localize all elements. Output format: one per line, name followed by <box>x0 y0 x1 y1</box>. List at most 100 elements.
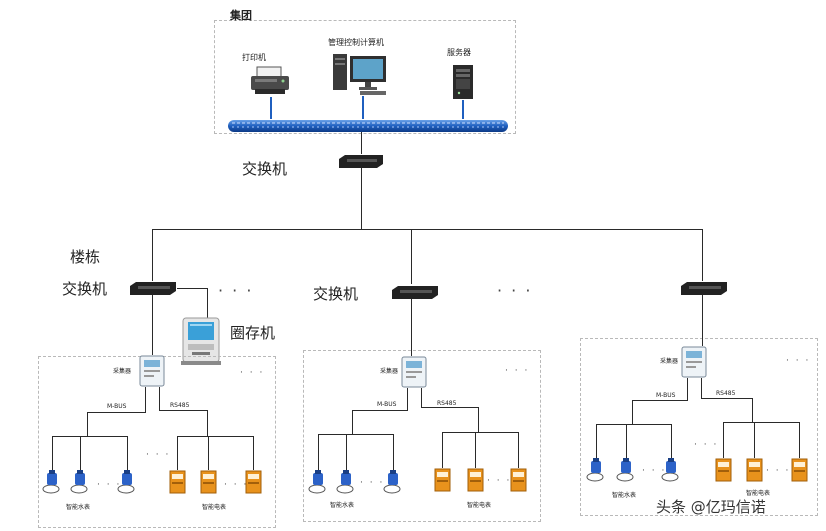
group-box <box>214 20 516 134</box>
water-drop-right-3 <box>671 424 672 460</box>
printer-label: 打印机 <box>242 53 266 62</box>
collector-down-middle-b <box>421 388 422 407</box>
electric-label-left: 智能电表 <box>202 504 227 511</box>
water-bus-left <box>52 436 128 437</box>
electric-label-middle: 智能电表 <box>467 502 492 509</box>
middle-switch-label: 交换机 <box>313 285 359 303</box>
water-drop-middle-3 <box>393 434 394 470</box>
electric-meter-icon <box>200 470 217 494</box>
water-meter-icon <box>382 470 404 494</box>
elec-drop-right-2 <box>754 422 755 458</box>
ellipsis-2: · · · <box>497 281 533 300</box>
electric-meter-icon <box>715 458 732 482</box>
rs485-line-right <box>701 398 753 399</box>
water-drop-middle-1 <box>318 434 319 470</box>
collector-icon-right <box>681 346 707 378</box>
water-drop-left-2 <box>80 436 81 470</box>
elec-drop-right-1 <box>723 422 724 458</box>
zone-ellipsis-middle-elec: · · · <box>487 476 512 486</box>
elec-drop-left-3 <box>253 436 254 470</box>
elec-drop-left-1 <box>177 436 178 470</box>
mbus-drop-right <box>632 400 633 424</box>
computer-drop-line <box>362 96 364 119</box>
building-label: 楼栋 <box>70 248 101 266</box>
collector-icon-middle <box>401 356 427 388</box>
electric-label-right: 智能电表 <box>746 490 771 497</box>
elec-drop-middle-3 <box>518 432 519 468</box>
rs485-line-left <box>159 410 207 411</box>
zone-ellipsis-right-water: · · · <box>642 466 667 476</box>
server-label: 服务器 <box>447 48 471 57</box>
water-meter-icon <box>615 458 637 482</box>
rs485-label-left: RS485 <box>170 402 190 409</box>
water-label-right: 智能水表 <box>612 492 637 499</box>
computer-icon <box>330 52 392 96</box>
zone-box-right <box>580 338 818 516</box>
collector-down-middle-a <box>407 388 408 410</box>
elec-drop-left-2 <box>208 436 209 470</box>
switch-to-collector-middle <box>411 299 412 356</box>
computer-label: 管理控制计算机 <box>328 38 384 47</box>
building-switch-label: 交换机 <box>62 280 108 298</box>
collector-down-right-b <box>701 378 702 398</box>
core-down-line <box>361 168 362 230</box>
bus-drop-right <box>702 229 703 281</box>
mbus-label-right: M-BUS <box>656 392 676 399</box>
water-drop-left-3 <box>127 436 128 470</box>
elec-drop-middle-2 <box>475 432 476 468</box>
water-drop-middle-2 <box>346 434 347 470</box>
mbus-line-left <box>87 412 146 413</box>
electric-meter-icon <box>245 470 262 494</box>
right-switch-icon <box>679 281 729 295</box>
water-drop-right-2 <box>626 424 627 460</box>
collector-icon-left <box>139 355 165 387</box>
collector-down-left-b <box>159 387 160 410</box>
water-meter-icon <box>69 470 91 494</box>
bus-drop-middle <box>411 229 412 284</box>
water-meter-icon <box>116 470 138 494</box>
elec-bus-left <box>177 436 254 437</box>
electric-meter-icon <box>467 468 484 492</box>
rs485-label-middle: RS485 <box>437 400 457 407</box>
rs485-label-right: RS485 <box>716 390 736 397</box>
zone-ellipsis-left-elec: · · · <box>224 480 249 490</box>
network-backbone <box>228 118 508 132</box>
elec-drop-right-3 <box>799 422 800 458</box>
elec-bus-right <box>723 422 800 423</box>
zone-ellipsis-middle-water: · · · <box>360 478 385 488</box>
rs485-line-middle <box>421 407 479 408</box>
water-label-middle: 智能水表 <box>330 502 355 509</box>
zone-ellipsis-left-water: · · · <box>97 480 122 490</box>
rs485-drop-right <box>752 398 753 422</box>
mbus-label-left: M-BUS <box>107 403 127 410</box>
kiosk-icon <box>180 316 222 366</box>
mbus-line-right <box>632 400 688 401</box>
water-meter-icon <box>307 470 329 494</box>
mbus-drop-middle <box>352 410 353 434</box>
printer-drop-line <box>270 97 272 119</box>
core-switch-icon <box>337 154 385 168</box>
ellipsis-1: · · · <box>218 281 254 300</box>
zone-ellipsis-right-top: · · · <box>786 356 811 366</box>
electric-meter-icon <box>169 470 186 494</box>
mbus-drop-left <box>87 412 88 436</box>
electric-meter-icon <box>510 468 527 492</box>
watermark: 头条 @亿玛信诺 <box>656 498 766 516</box>
collector-down-left-a <box>145 387 146 413</box>
collector-label-middle: 采集器 <box>380 368 399 375</box>
group-title: 集团 <box>230 9 252 22</box>
server-drop-line <box>462 100 464 119</box>
server-icon <box>450 64 476 100</box>
zone-ellipsis-left-top: · · · <box>240 368 265 378</box>
rs485-drop-middle <box>478 407 479 432</box>
zone-ellipsis-right-mid: · · · <box>694 440 719 450</box>
switch-to-kiosk-v <box>207 288 208 318</box>
water-meter-icon <box>335 470 357 494</box>
water-meter-icon <box>585 458 607 482</box>
switch-to-collector-left <box>152 295 153 355</box>
distribution-bus-line <box>152 229 702 230</box>
mbus-label-middle: M-BUS <box>377 401 397 408</box>
zone-ellipsis-left-mid: · · · <box>146 450 171 460</box>
water-meter-icon <box>41 470 63 494</box>
water-bus-right <box>596 424 672 425</box>
